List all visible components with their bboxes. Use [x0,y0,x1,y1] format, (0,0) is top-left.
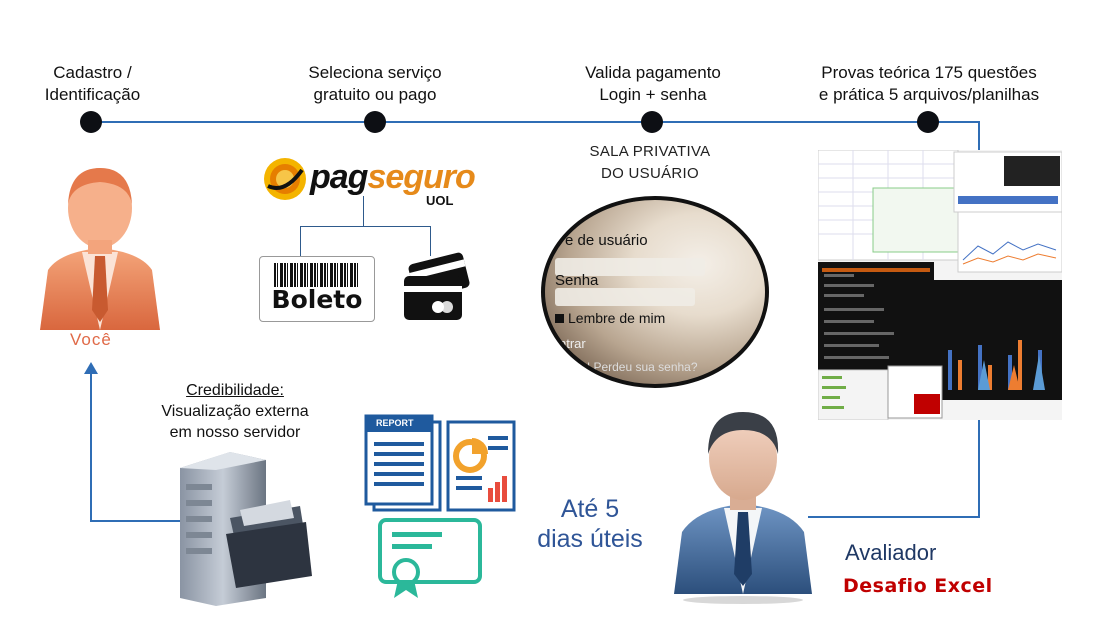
voce-label: Você [70,330,112,349]
desafio-excel-label: Desafio Excel [843,575,993,597]
pagseguro-wordmark: pagseguro [310,158,476,196]
barcode-icon [274,263,360,287]
prazo-text: Até 5 dias úteis [537,495,643,553]
connector-left-vertical [90,370,92,522]
password-field-label: Senha [555,272,599,289]
username-field-label: e de usuário [565,232,648,249]
report-document-icon [364,414,516,512]
connector-right-horizontal [808,516,980,518]
boleto-label: Boleto [271,285,363,314]
pag-tree-right [430,226,431,256]
remember-checkbox-icon [555,314,564,323]
step-label-cadastro: Cadastro /Identificação [44,63,141,104]
pag-tree-branch [300,226,430,227]
login-screen-preview: e de usuário Senha Lembre de mim ntrar |… [541,196,769,388]
uol-label: UOL [426,193,454,208]
timeline-dot-4 [917,111,939,133]
spreadsheet-collage [817,149,1063,421]
timeline-dot-1 [80,111,102,133]
user-person-icon [40,168,160,330]
spreadsheet-thumbnails-icon [817,149,1063,421]
server-icon [180,452,312,606]
pagseguro-logo: pagseguro UOL [262,156,476,208]
pagseguro-emblem-icon [264,158,306,200]
arrow-up-icon [84,362,98,374]
remember-me-label: Lembre de mim [555,310,665,326]
boleto-option[interactable]: Boleto [259,256,375,322]
forgot-password-link: | Perdeu sua senha? [587,360,698,374]
evaluator-person-icon [674,412,812,604]
timeline-line [92,121,978,123]
avaliador-label: Avaliador [845,540,937,565]
connector-left-horizontal [90,520,180,522]
pag-tree-left [300,226,301,256]
report-label: REPORT [376,418,414,428]
entrar-button-label: ntrar [559,336,586,351]
username-input [555,258,705,276]
credibilidade-text: Credibilidade: Visualização externa em n… [161,382,309,441]
password-input [555,288,695,306]
pag-tree-stem [363,196,364,226]
certificate-icon [378,518,482,598]
timeline-dot-2 [364,111,386,133]
credit-card-icon[interactable] [400,252,476,324]
timeline-dot-3 [641,111,663,133]
